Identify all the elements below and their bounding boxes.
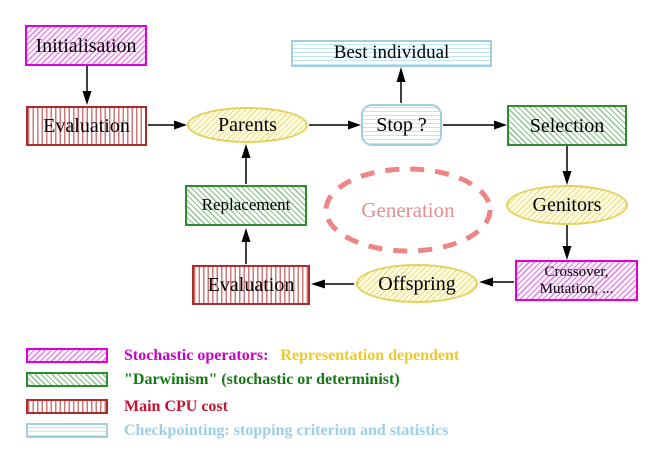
node-initialisation-label: Initialisation bbox=[35, 34, 137, 57]
legend-label-stochastic-text: Stochastic operators: bbox=[124, 347, 269, 364]
node-evaluation-top-label: Evaluation bbox=[43, 115, 130, 137]
legend-label-checkpointing: Checkpointing: stopping criterion and st… bbox=[124, 422, 449, 439]
node-crossover-line2: Mutation, ... bbox=[539, 280, 614, 297]
node-initialisation: Initialisation bbox=[25, 25, 147, 66]
node-evaluation-top: Evaluation bbox=[26, 106, 147, 146]
node-genitors: Genitors bbox=[506, 185, 628, 225]
node-best-individual-label: Best individual bbox=[333, 42, 450, 64]
arrow-evaluation-to-replacement bbox=[241, 228, 251, 264]
legend-swatch-darwinism bbox=[26, 372, 108, 387]
node-selection-label: Selection bbox=[529, 114, 605, 137]
arrow-parents-to-stop bbox=[309, 120, 361, 130]
arrow-evaluation-to-parents bbox=[148, 120, 187, 130]
arrow-offspring-to-evaluation bbox=[311, 279, 354, 289]
node-offspring: Offspring bbox=[356, 264, 478, 303]
node-evaluation-bottom-label: Evaluation bbox=[207, 274, 295, 296]
arrow-stop-to-best-individual bbox=[396, 67, 406, 103]
node-stop: Stop ? bbox=[361, 104, 442, 146]
node-replacement-label: Replacement bbox=[201, 195, 291, 215]
node-parents-label: Parents bbox=[218, 114, 277, 136]
node-crossover-mutation: Crossover, Mutation, ... bbox=[515, 260, 638, 301]
node-stop-label: Stop ? bbox=[376, 114, 427, 136]
node-genitors-label: Genitors bbox=[532, 194, 602, 216]
node-best-individual: Best individual bbox=[291, 40, 492, 67]
generation-text: Generation bbox=[361, 197, 455, 222]
generation-loop-label: Generation bbox=[323, 168, 493, 252]
arrow-stop-to-selection bbox=[443, 120, 507, 130]
arrow-selection-to-genitors bbox=[562, 146, 572, 185]
node-evaluation-bottom: Evaluation bbox=[192, 265, 310, 305]
node-crossover-line1: Crossover, bbox=[544, 264, 609, 280]
legend-label-cpu-cost: Main CPU cost bbox=[124, 398, 228, 415]
arrow-genitors-to-crossover bbox=[562, 225, 572, 260]
arrow-initialisation-to-evaluation bbox=[82, 66, 92, 105]
legend-swatch-checkpointing bbox=[26, 423, 108, 438]
legend-label-darwinism: "Darwinism" (stochastic or determinist) bbox=[124, 371, 400, 388]
legend-label-stochastic: Stochastic operators: Representation dep… bbox=[124, 347, 459, 365]
node-parents: Parents bbox=[187, 107, 308, 143]
legend-swatch-cpu-cost bbox=[26, 399, 108, 414]
legend-label-representation-text: Representation dependent bbox=[280, 347, 460, 364]
node-selection: Selection bbox=[507, 105, 627, 146]
generation-loop-ellipse bbox=[323, 166, 493, 254]
arrow-crossover-to-offspring bbox=[479, 277, 514, 287]
arrow-replacement-to-parents bbox=[241, 144, 251, 184]
node-offspring-label: Offspring bbox=[378, 272, 456, 295]
legend-swatch-stochastic bbox=[26, 348, 108, 363]
node-replacement: Replacement bbox=[185, 185, 307, 226]
